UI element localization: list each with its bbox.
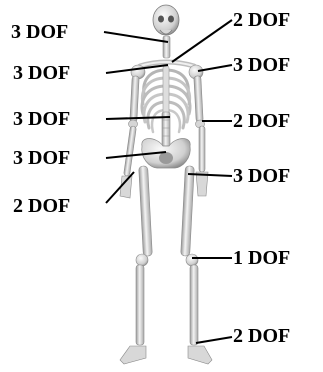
dof-label-left-wrist: 2 DOF (13, 195, 70, 217)
leader-shoulder (198, 65, 232, 71)
leader-clavicle (172, 20, 232, 62)
right-leg (181, 166, 212, 364)
dof-label-elbow: 2 DOF (233, 110, 290, 132)
cervical-spine (163, 36, 170, 58)
dof-label-lower-spine: 3 DOF (13, 147, 70, 169)
dof-label-shoulder: 3 DOF (233, 54, 290, 76)
dof-label-clavicle: 2 DOF (233, 9, 290, 31)
left-arm (120, 76, 139, 198)
right-arm (194, 76, 208, 196)
dof-label-upper-spine: 3 DOF (13, 62, 70, 84)
leader-ankle (196, 337, 232, 343)
leader-neck (104, 32, 168, 42)
skull (153, 5, 179, 35)
dof-label-mid-spine: 3 DOF (13, 108, 70, 130)
leader-mid-spine (106, 117, 170, 119)
dof-label-neck: 3 DOF (11, 21, 68, 43)
dof-label-knee: 1 DOF (233, 247, 290, 269)
leader-hip (188, 174, 232, 176)
dof-label-hip: 3 DOF (233, 165, 290, 187)
dof-label-ankle: 2 DOF (233, 325, 290, 347)
